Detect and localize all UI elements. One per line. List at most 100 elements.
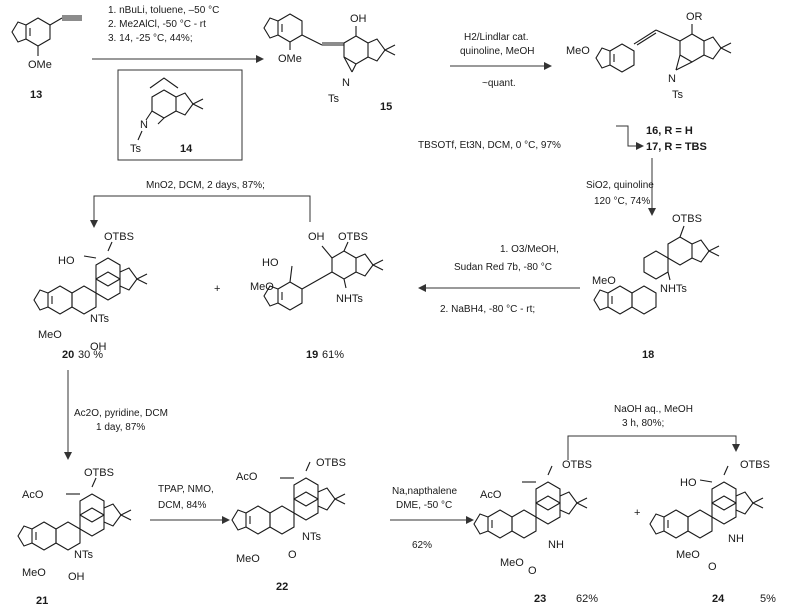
arrow-step7-head xyxy=(64,452,72,460)
c20-otbs-label: OTBS xyxy=(104,231,134,243)
c20-ho-label: HO xyxy=(58,255,75,267)
arrow-step10 xyxy=(567,435,737,460)
c19-yield: 61% xyxy=(322,349,344,361)
c24-meo-label: MeO xyxy=(676,549,700,561)
c19-oh-label: OH xyxy=(308,231,325,243)
c22-o-label: O xyxy=(288,549,297,561)
step1-line3: 3. 14, -25 °C, 44%; xyxy=(108,33,193,44)
compound-22: OTBS AcO NTs MeO O 22 xyxy=(232,457,346,593)
c13-id: 13 xyxy=(30,89,42,101)
c23-nh-label: NH xyxy=(548,539,564,551)
c18-nhts-label: NHTs xyxy=(660,283,687,295)
step1-line2: 2. Me2AlCl, -50 °C - rt xyxy=(108,19,206,30)
compound-13: OMe 13 xyxy=(11,15,82,101)
step5-line3: 2. NaBH4, -80 °C - rt; xyxy=(440,304,535,315)
step5-line2: Sudan Red 7b, -80 °C xyxy=(454,262,552,273)
c14-ts-label: Ts xyxy=(130,143,142,155)
c24-yield: 5% xyxy=(760,593,776,605)
compound-19: OTBS OH HO MeO NHTs 19 61% xyxy=(250,231,384,361)
c14-id: 14 xyxy=(180,143,193,155)
c23-o-label: O xyxy=(528,565,537,577)
step4-line2: 120 °C, 74% xyxy=(594,196,650,207)
c23-otbs-label: OTBS xyxy=(562,459,592,471)
step9-line2: DME, -50 °C xyxy=(396,500,452,511)
c19-id: 19 xyxy=(306,349,318,361)
step7-line1: Ac2O, pyridine, DCM xyxy=(74,408,168,419)
c23-aco-label: AcO xyxy=(480,489,502,501)
c23-meo-label: MeO xyxy=(500,557,524,569)
c19-meo-label: MeO xyxy=(250,281,274,293)
arrow-step3-head xyxy=(636,142,644,150)
c15-n-label: N xyxy=(342,77,350,89)
c20-yield: 30 % xyxy=(78,349,103,361)
c21-aco-label: AcO xyxy=(22,489,44,501)
plus-sign-row3: + xyxy=(634,507,640,519)
c23-yield: 62% xyxy=(576,593,598,605)
step2-line3: ~quant. xyxy=(482,78,516,89)
c16-n-label: N xyxy=(668,73,676,85)
c20-id: 20 xyxy=(62,349,74,361)
c15-ome-label: OMe xyxy=(278,53,302,65)
c24-otbs-label: OTBS xyxy=(740,459,770,471)
arrow-step6-head xyxy=(90,220,98,228)
step4-line1: SiO2, quinoline xyxy=(586,180,654,191)
c16-ts-label: Ts xyxy=(672,89,684,101)
c19-nhts-label: NHTs xyxy=(336,293,363,305)
c15-oh-label: OH xyxy=(350,13,367,25)
c21-otbs-label: OTBS xyxy=(84,467,114,479)
c14-n-label: N xyxy=(140,119,148,131)
c18-meo-label: MeO xyxy=(592,275,616,287)
arrow-step4-head xyxy=(648,208,656,216)
c16-meo-label: MeO xyxy=(566,45,590,57)
step2-line1: H2/Lindlar cat. xyxy=(464,32,528,43)
step8-line2: DCM, 84% xyxy=(158,500,206,511)
c15-ts-label: Ts xyxy=(328,93,340,105)
step10-line2: 3 h, 80%; xyxy=(622,418,664,429)
c20-nts-label: NTs xyxy=(90,313,109,325)
step1-line1: 1. nBuLi, toluene, –50 °C xyxy=(108,5,219,16)
step3-r17: 17, R = TBS xyxy=(646,141,707,153)
c20-meo-label: MeO xyxy=(38,329,62,341)
c22-meo-label: MeO xyxy=(236,553,260,565)
c23-id: 23 xyxy=(534,593,546,605)
compound-18: OTBS MeO NHTs 18 xyxy=(592,213,720,361)
c21-oh-label: OH xyxy=(68,571,85,583)
step7-line2: 1 day, 87% xyxy=(96,422,145,433)
step6-line1: MnO2, DCM, 2 days, 87%; xyxy=(146,180,265,191)
c21-meo-label: MeO xyxy=(22,567,46,579)
c19-ho-label: HO xyxy=(262,257,279,269)
arrow-step5-head xyxy=(418,284,426,292)
compound-14-box: N Ts 14 xyxy=(117,69,243,161)
step8-line1: TPAP, NMO, xyxy=(158,484,214,495)
c16-or-label: OR xyxy=(686,11,703,23)
arrow-step9-head xyxy=(466,516,474,524)
c22-aco-label: AcO xyxy=(236,471,258,483)
arrow-step2-head xyxy=(544,62,552,70)
c24-o-label: O xyxy=(708,561,717,573)
step3-r16: 16, R = H xyxy=(646,125,693,137)
c18-id: 18 xyxy=(642,349,654,361)
compound-15: OH OMe N Ts 15 xyxy=(263,13,396,113)
c22-id: 22 xyxy=(276,581,288,593)
compound-23: OTBS AcO NH MeO O 23 62% xyxy=(474,459,598,605)
c24-ho-label: HO xyxy=(680,477,697,489)
step9-line3: 62% xyxy=(412,540,432,551)
step9-line1: Na,napthalene xyxy=(392,486,457,497)
c19-otbs-label: OTBS xyxy=(338,231,368,243)
compound-16-17: OR MeO N Ts xyxy=(566,11,732,101)
step5-line1: 1. O3/MeOH, xyxy=(500,244,559,255)
arrow-step8-head xyxy=(222,516,230,524)
compound-24: OTBS HO NH MeO O 24 5% xyxy=(650,459,776,605)
step3-line1: TBSOTf, Et3N, DCM, 0 °C, 97% xyxy=(418,140,561,151)
arrow-step10-head xyxy=(732,444,740,452)
c21-id: 21 xyxy=(36,595,48,607)
c21-nts-label: NTs xyxy=(74,549,93,561)
c15-id: 15 xyxy=(380,101,392,113)
step10-line1: NaOH aq., MeOH xyxy=(614,404,693,415)
arrow-step6 xyxy=(93,195,311,222)
c20-oh-label: OH xyxy=(90,341,107,353)
step2-line2: quinoline, MeOH xyxy=(460,46,534,57)
c22-otbs-label: OTBS xyxy=(316,457,346,469)
arrow-step1-head xyxy=(256,55,264,63)
